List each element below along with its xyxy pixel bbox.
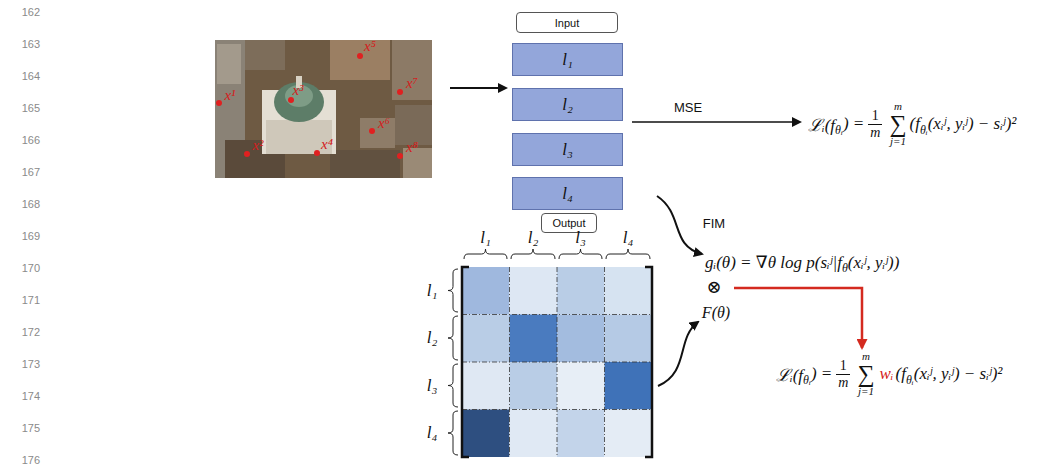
equation-part: ) =	[811, 364, 832, 384]
equation-part: m	[894, 101, 902, 112]
io-box: Output	[541, 213, 597, 233]
aerial-photo	[215, 40, 432, 178]
fraction: 1m	[868, 108, 882, 140]
line-number: 167	[22, 166, 40, 178]
equation-part: (xᵢʲ, yᵢʲ) − sᵢʲ)²	[928, 114, 1017, 134]
flow-arrow	[450, 87, 506, 89]
equation-part: gᵢ(θ) = ∇θ log p(sᵢʲ|f	[705, 252, 842, 273]
node-label: l₄	[562, 184, 573, 204]
equation-part: j=1	[858, 386, 874, 397]
line-number: 175	[22, 422, 40, 434]
line-number: 172	[22, 326, 40, 338]
equation-part: m	[862, 351, 870, 362]
layer-box: l₁	[512, 43, 623, 76]
io-box: Input	[516, 12, 618, 33]
fim-matrix	[462, 267, 652, 457]
weight-arrow	[734, 288, 862, 348]
keypoint-label: x⁷	[406, 75, 418, 92]
column-label: l₃	[575, 229, 586, 248]
equation-part: ∑	[857, 362, 874, 386]
row-label: l₂	[427, 329, 438, 348]
line-number: 166	[22, 134, 40, 146]
row-label: l₄	[427, 424, 438, 443]
flow-arrow	[632, 121, 800, 123]
row-label: l₃	[427, 376, 438, 395]
node-label: l₂	[562, 95, 573, 115]
equation-part: θᵢ	[906, 373, 914, 388]
equation-part: (f	[896, 364, 906, 384]
equation-part: θᵢ	[835, 123, 843, 138]
equation-part: m	[868, 124, 882, 140]
line-number: 170	[22, 262, 40, 274]
keypoint-label: x⁶	[378, 115, 390, 132]
keypoint-label: x⁵	[364, 38, 376, 55]
column-label: l₂	[528, 229, 539, 248]
line-number: 176	[22, 454, 40, 466]
column-label: l₁	[480, 229, 491, 248]
line-number: 163	[22, 38, 40, 50]
layer-box: l₃	[512, 133, 623, 166]
line-number: 164	[22, 70, 40, 82]
row-label: l₁	[427, 281, 438, 300]
equation: gᵢ(θ) = ∇θ log p(sᵢʲ|fθ(xᵢʲ, yᵢʲ))	[705, 252, 899, 273]
fraction: 1m	[836, 358, 850, 390]
equation-part: ℒᵢ(f	[776, 363, 803, 386]
keypoint-label: x⁸	[406, 139, 418, 156]
equation-part: ∑	[889, 112, 906, 136]
operator-symbol: ⊗	[706, 278, 721, 298]
equation-part: j=1	[890, 136, 906, 147]
equation-part: ℒᵢ(f	[808, 113, 835, 136]
keypoint-label: x²	[252, 137, 263, 154]
brace	[448, 249, 650, 455]
curved-arrow	[657, 196, 702, 254]
equation-part: θᵢ	[920, 123, 928, 138]
summation: m∑j=1	[889, 101, 906, 147]
equation-part: 1	[872, 108, 879, 123]
equation-part: (xᵢʲ, yᵢʲ))	[848, 252, 900, 272]
node-label: l₃	[562, 140, 573, 160]
summation: m∑j=1	[857, 351, 874, 397]
equation-part: (xᵢʲ, yᵢʲ) − sᵢʲ)²	[914, 364, 1003, 384]
node-label: l₁	[562, 50, 573, 70]
equation: ℒᵢ(fθᵢ) =1mm∑j=1(fθᵢ(xᵢʲ, yᵢʲ) − sᵢʲ)²	[808, 101, 1016, 147]
curved-arrow	[658, 322, 698, 386]
equation-part: 1	[840, 358, 847, 373]
keypoint-label: x⁴	[321, 136, 333, 153]
equation-part: (f	[910, 114, 920, 134]
column-label: l₄	[623, 229, 634, 248]
equation: ℒᵢ(fθᵢ) =1mm∑j=1wᵢ(fθᵢ(xᵢʲ, yᵢʲ) − sᵢʲ)²	[776, 351, 1002, 397]
layer-box: l₂	[512, 88, 623, 121]
keypoint-label: x³	[292, 82, 303, 99]
equation-part: wᵢ	[880, 364, 894, 384]
line-number: 169	[22, 230, 40, 242]
keypoint-label: x¹	[224, 87, 235, 104]
arrow-label: FIM	[701, 217, 727, 231]
line-number: 173	[22, 358, 40, 370]
equation-part: θᵢ	[803, 373, 811, 388]
equation-part: m	[836, 374, 850, 390]
line-number: 162	[22, 6, 40, 18]
equation-part: θ	[842, 261, 848, 276]
node-label: Input	[555, 17, 579, 29]
node-label: Output	[552, 217, 585, 229]
line-number: 168	[22, 198, 40, 210]
line-number: 171	[22, 294, 40, 306]
arrow-label: MSE	[672, 101, 704, 115]
line-number: 174	[22, 390, 40, 402]
layer-box: l₄	[512, 177, 623, 210]
matrix-name: F(θ)	[702, 304, 730, 322]
line-number: 165	[22, 102, 40, 114]
equation-part: ) =	[843, 114, 864, 134]
